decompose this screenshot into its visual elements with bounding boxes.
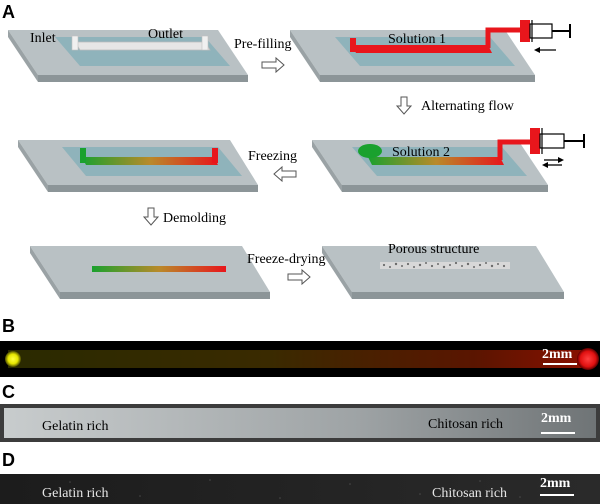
gradient-strip — [92, 266, 226, 272]
strip-c-right-label: Chitosan rich — [428, 417, 503, 432]
syringe-tube — [485, 27, 520, 48]
yellow-end — [5, 351, 21, 367]
arrow-left-icon — [273, 165, 297, 183]
syringe-body — [520, 20, 530, 42]
mold-empty — [8, 30, 248, 82]
porous-pattern — [382, 261, 506, 269]
solution2-droplet — [358, 144, 382, 158]
solution2-label: Solution 2 — [392, 145, 450, 160]
strip-d-right-label: Chitosan rich — [432, 486, 507, 501]
panel-label-b: B — [2, 316, 15, 336]
arrow-right-icon — [261, 56, 285, 74]
solution2-channel — [368, 157, 504, 165]
strip-d-left-label: Gelatin rich — [42, 486, 108, 501]
plate-left-side — [8, 30, 38, 82]
porous-structure-label: Porous structure — [388, 242, 479, 257]
solution1-label: Solution 1 — [388, 32, 446, 47]
solution1-channel — [352, 45, 492, 53]
scale-bar-d — [540, 494, 574, 496]
arrow-down-icon — [142, 207, 160, 226]
fluorescent-strip — [8, 350, 590, 368]
mold-solution2 — [312, 128, 585, 192]
freeze-drying-label: Freeze-drying — [247, 252, 326, 267]
mold-gradient — [18, 140, 258, 192]
strip-d — [0, 474, 600, 504]
inlet-label: Inlet — [30, 31, 56, 46]
outlet-label: Outlet — [148, 27, 183, 42]
syringe-barrel — [529, 23, 553, 39]
demolding-label: Demolding — [163, 211, 226, 226]
outlet-post — [201, 35, 209, 51]
strip-c-left-label: Gelatin rich — [42, 419, 108, 434]
plate-demolded — [30, 246, 270, 299]
porous-strip — [380, 262, 510, 269]
alternating-flow-label: Alternating flow — [421, 99, 515, 114]
scale-label-c: 2mm — [541, 411, 572, 426]
scale-label-d: 2mm — [540, 476, 571, 491]
scale-bar-b — [543, 363, 577, 365]
scale-bar-c — [541, 432, 575, 434]
gradient-channel — [82, 157, 218, 165]
plate-side — [38, 75, 248, 82]
inlet-post — [71, 35, 79, 51]
mold-solution1 — [290, 20, 571, 82]
red-end — [577, 348, 599, 370]
panel-label-d: D — [2, 450, 15, 470]
freezing-label: Freezing — [248, 149, 297, 164]
strip-c — [0, 404, 600, 442]
strip-b — [0, 341, 600, 377]
arrow-right-icon — [287, 268, 311, 286]
panel-label-a: A — [2, 2, 15, 22]
prefilling-label: Pre-filling — [234, 37, 292, 52]
panel-label-c: C — [2, 382, 15, 402]
arrow-down-icon — [395, 96, 413, 115]
plate-porous — [322, 246, 564, 299]
scale-label-b: 2mm — [542, 347, 573, 362]
channel — [74, 41, 211, 51]
